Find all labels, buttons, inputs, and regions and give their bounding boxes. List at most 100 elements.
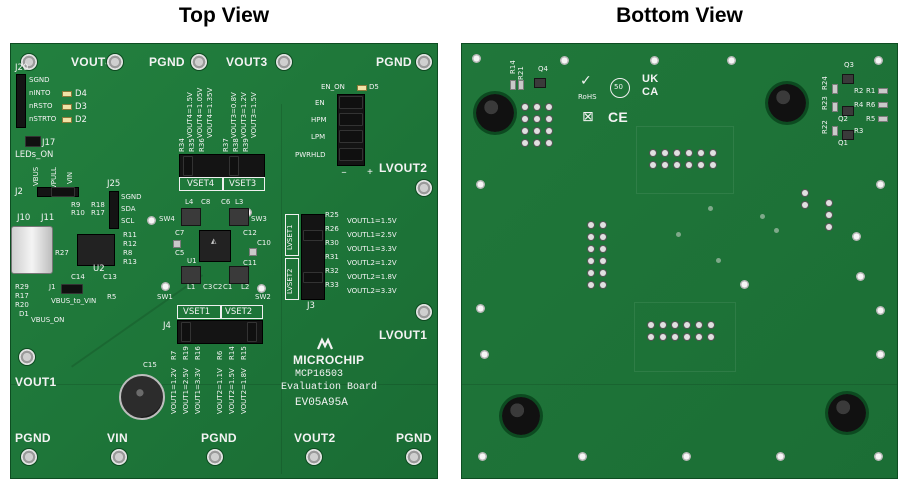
j17-caption: LEDs_ON — [15, 150, 54, 160]
lvset-r32: R32 — [325, 267, 339, 275]
pad-vout4[interactable] — [107, 54, 123, 70]
vset-bot-r14: R14 — [228, 346, 236, 360]
label-vout2: VOUT2 — [294, 431, 336, 445]
vset-top-r37: R37 — [222, 138, 230, 152]
sw1-testpoint[interactable] — [161, 282, 170, 291]
q2-label: Q2 — [838, 115, 848, 123]
pad-pgnd-br[interactable] — [406, 449, 422, 465]
lead-free-number: 50 — [614, 83, 623, 91]
r21-bottom-label: R21 — [517, 66, 525, 80]
logo-text: MICROCHIP — [293, 353, 365, 367]
usb-c-connector[interactable] — [11, 226, 53, 274]
j20-header[interactable] — [16, 74, 26, 128]
ukca-top: UK — [642, 73, 659, 85]
rubber-foot — [768, 84, 806, 122]
vset4-jumper[interactable] — [183, 156, 193, 176]
pad-vout3[interactable] — [276, 54, 292, 70]
rubber-foot — [828, 394, 866, 432]
sw4-testpoint[interactable] — [147, 216, 156, 225]
pad-pgnd-top-right[interactable] — [416, 54, 432, 70]
vset-top-opt-4: VOUT3=0.8V — [230, 92, 238, 138]
j1-jumper[interactable] — [61, 284, 83, 294]
pad-vout2[interactable] — [306, 449, 322, 465]
en-row-pwrhld: PWRHLD — [295, 151, 326, 159]
mount-hole — [876, 350, 885, 359]
label-pgnd-br: PGND — [396, 431, 432, 445]
ukca-bottom: CA — [642, 86, 659, 98]
smd-resistor — [878, 116, 888, 122]
pwrhld-jumper[interactable] — [339, 148, 363, 161]
pad-pgnd-bm[interactable] — [207, 449, 223, 465]
mount-hole — [852, 232, 861, 241]
mount-hole — [874, 56, 883, 65]
j25-label: J25 — [107, 179, 121, 189]
hpm-jumper[interactable] — [339, 113, 363, 126]
board-subtitle: Evaluation Board — [281, 382, 378, 393]
pad-vin[interactable] — [111, 449, 127, 465]
vset-top-opt-1: VOUT4=1.5V — [186, 92, 194, 138]
en-row-en: EN — [315, 99, 325, 107]
j2-label: J2 — [15, 187, 23, 197]
vset2-jumper[interactable] — [247, 322, 257, 342]
lvset-opt-5: VOUTL2=1.8V — [347, 273, 397, 281]
lvset1-box — [285, 214, 299, 256]
label-pgnd-bl: PGND — [15, 431, 51, 445]
l4-label: L4 — [185, 198, 194, 206]
d1-label: D1 — [19, 310, 29, 318]
pad-lvout1[interactable] — [416, 304, 432, 320]
lpm-jumper[interactable] — [339, 130, 363, 143]
mount-hole — [740, 280, 749, 289]
microchip-logo-icon — [316, 336, 334, 352]
lvset2-box — [285, 258, 299, 300]
board-name: MCP16503 — [295, 369, 344, 380]
vset-bot-opt-5: VOUT2=1.5V — [228, 368, 236, 414]
d2-label: D2 — [75, 115, 87, 125]
pad-vout4-left[interactable] — [21, 54, 37, 70]
smd-resistor — [878, 88, 888, 94]
inductor-l4 — [181, 208, 201, 226]
pad-lvout2[interactable] — [416, 180, 432, 196]
lvset1-jumper[interactable] — [303, 230, 323, 241]
j2-jumper[interactable] — [51, 187, 75, 197]
j25-header[interactable] — [109, 191, 119, 229]
lvset-r30: R30 — [325, 239, 339, 247]
pad-pgnd-bl[interactable] — [21, 449, 37, 465]
lvset-header[interactable] — [301, 214, 325, 300]
vset-bot-opt-1: VOUT1=1.2V — [170, 368, 178, 414]
vset1-jumper[interactable] — [181, 322, 191, 342]
pad-pgnd-top[interactable] — [191, 54, 207, 70]
c6-label: C6 — [221, 198, 231, 206]
r17-label: R17 — [91, 209, 105, 217]
c8-label: C8 — [201, 198, 211, 206]
j17-jumper[interactable] — [25, 136, 41, 147]
sw4-label: SW4 — [159, 215, 175, 223]
en-jumper[interactable] — [339, 96, 363, 109]
sw2-testpoint[interactable] — [257, 284, 266, 293]
c2-label: C2 — [213, 283, 223, 291]
mount-hole — [876, 306, 885, 315]
through-hole-row-bottom — [648, 322, 714, 340]
label-vout1: VOUT1 — [15, 375, 57, 389]
vset4-box — [179, 177, 223, 191]
c11-label: C11 — [243, 259, 257, 267]
rubber-foot — [502, 397, 540, 435]
lvset2-jumper[interactable] — [303, 272, 323, 283]
sw3-label: SW3 — [251, 215, 267, 223]
vset3-jumper[interactable] — [229, 156, 239, 176]
pad-vout1[interactable] — [19, 349, 35, 365]
inductor-l2 — [229, 266, 249, 284]
j20-pin-2: nINTO — [29, 89, 51, 97]
mount-hole — [650, 56, 659, 65]
label-lvout1: LVOUT1 — [379, 328, 428, 342]
vset-bot-opt-4: VOUT2=1.1V — [216, 368, 224, 414]
bottom-board: R14 R21 Q4 ✓ RoHS 50 UK CA ⊠ CE Q3 R24 R… — [461, 43, 898, 479]
j20-pin-4: nSTRTO — [29, 115, 57, 123]
mount-hole — [856, 272, 865, 281]
lvset-r25: R25 — [325, 211, 339, 219]
label-vout3: VOUT3 — [226, 55, 268, 69]
capacitor-c15 — [119, 374, 165, 420]
vset-top-opt-3: VOUT4=1.35V — [206, 87, 214, 138]
smd-cap — [173, 240, 181, 248]
vset-top-header[interactable] — [179, 154, 265, 178]
u2-label: U2 — [93, 264, 105, 274]
